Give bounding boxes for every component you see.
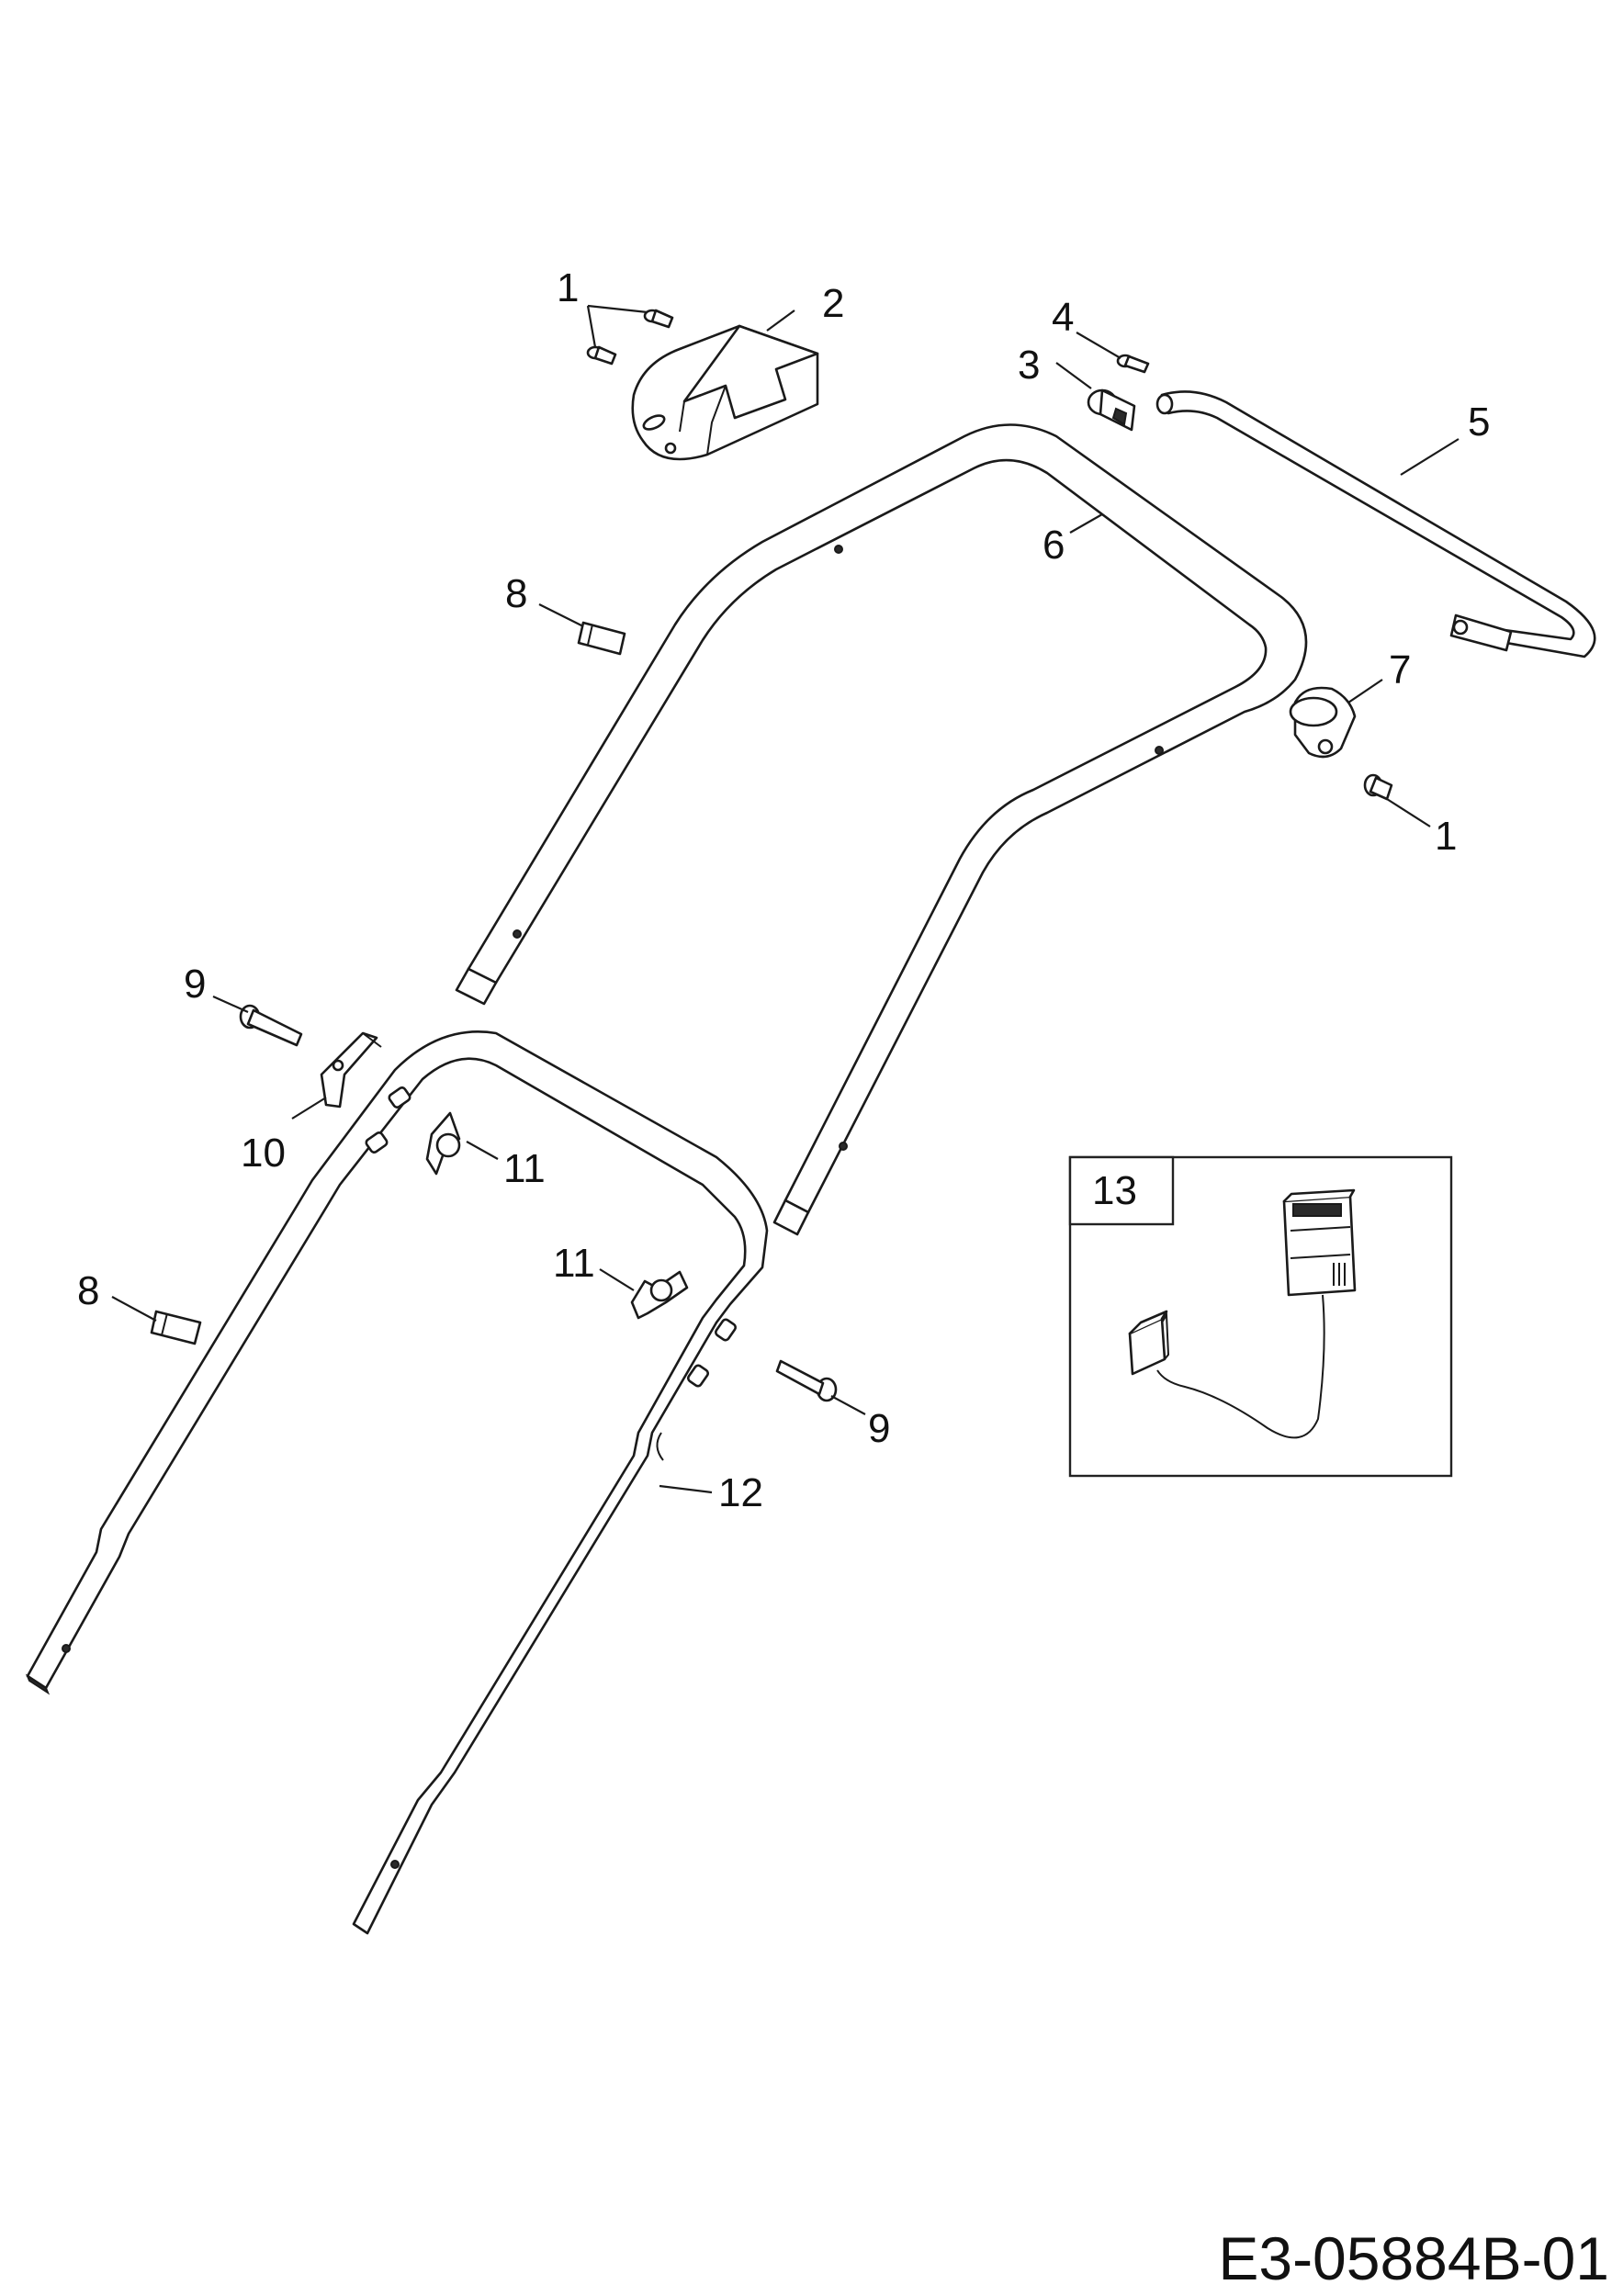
callout-6: 6 xyxy=(1043,523,1065,568)
inset-box-13: 13 xyxy=(1068,1155,1453,1478)
screw-top-a xyxy=(643,309,674,329)
inset-label-box xyxy=(1068,1155,1175,1226)
callout-1-top: 1 xyxy=(557,265,579,310)
wing-nut-middle xyxy=(630,1270,689,1320)
callout-1-right: 1 xyxy=(1435,814,1457,859)
callout-13: 13 xyxy=(1092,1168,1137,1213)
control-bail xyxy=(1155,390,1596,658)
leader-lines xyxy=(111,304,1460,1494)
callout-12: 12 xyxy=(718,1470,763,1515)
callout-10: 10 xyxy=(241,1131,286,1176)
cover xyxy=(631,324,819,461)
clamp xyxy=(1289,686,1357,759)
callout-8-bottom: 8 xyxy=(77,1268,99,1313)
lower-handle xyxy=(25,1030,769,1935)
connector-cable xyxy=(1156,1294,1325,1439)
screw-right xyxy=(1363,773,1393,801)
screw-4 xyxy=(1116,354,1150,374)
callout-11-middle: 11 xyxy=(553,1241,595,1286)
battery-pack xyxy=(1282,1188,1357,1297)
plug-upper xyxy=(577,621,626,656)
drawing-code: E3-05884B-01 xyxy=(1218,2224,1609,2292)
bracket xyxy=(320,1031,382,1109)
wing-nut-upper xyxy=(425,1111,461,1176)
callout-5: 5 xyxy=(1468,400,1490,445)
callout-2: 2 xyxy=(822,281,844,326)
plug-lower xyxy=(150,1310,202,1345)
cable-clip xyxy=(1087,388,1136,432)
callout-4: 4 xyxy=(1052,295,1074,340)
callout-9-right: 9 xyxy=(868,1406,890,1451)
bolt-right xyxy=(775,1359,838,1402)
upper-handle-bar xyxy=(455,423,1308,1236)
screw-top-b xyxy=(586,345,617,366)
callout-7: 7 xyxy=(1389,647,1411,692)
callout-8-top: 8 xyxy=(505,571,527,616)
callout-3: 3 xyxy=(1018,343,1040,388)
callout-9-left: 9 xyxy=(184,962,206,1007)
plug-connector xyxy=(1128,1310,1170,1376)
bolt-left xyxy=(239,1004,303,1047)
callout-11-top: 11 xyxy=(503,1146,546,1191)
